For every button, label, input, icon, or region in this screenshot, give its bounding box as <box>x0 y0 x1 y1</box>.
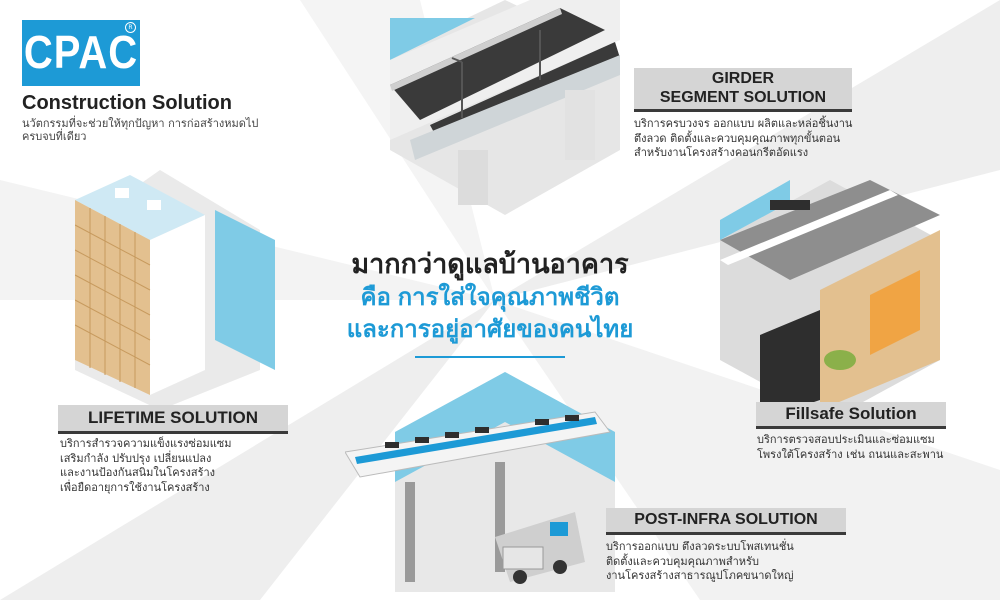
lifetime-title-pill: LIFETIME SOLUTION <box>58 405 288 434</box>
fillsafe-title: Fillsafe Solution <box>785 404 917 423</box>
girder-title-line-2: SEGMENT SOLUTION <box>659 89 827 106</box>
lifetime-title: LIFETIME SOLUTION <box>88 408 258 427</box>
postinfra-description: บริการออกแบบ ตึงลวดระบบโพสเทนชั่น ติดตั้… <box>606 540 794 582</box>
lifetime-building-illustration <box>75 170 275 410</box>
girder-title-pill: GIRDER SEGMENT SOLUTION <box>634 68 852 112</box>
fillsafe-description: บริการตรวจสอบประเมินและซ่อมแซม โพรงใต้โค… <box>757 433 944 461</box>
registered-mark-icon: R <box>125 22 136 33</box>
headline-divider <box>415 356 565 358</box>
postinfra-train-illustration <box>345 372 615 592</box>
girder-title-underline <box>634 109 852 112</box>
girder-bridge-illustration <box>390 0 620 215</box>
postinfra-title-underline <box>606 532 846 535</box>
girder-description: บริการครบวงจร ออกแบบ ผลิตและหล่อชิ้นงาน … <box>634 117 853 159</box>
postinfra-title-pill: POST-INFRA SOLUTION <box>606 508 846 535</box>
lifetime-title-underline <box>58 431 288 434</box>
lifetime-description: บริการสำรวจความแข็งแรงซ่อมแซม เสริมกำลัง… <box>60 437 232 494</box>
postinfra-title: POST-INFRA SOLUTION <box>634 511 818 528</box>
fillsafe-road-illustration <box>720 180 940 420</box>
fillsafe-title-underline <box>756 426 946 429</box>
fillsafe-title-pill: Fillsafe Solution <box>756 402 946 429</box>
brand-title: Construction Solution <box>22 92 232 114</box>
cpac-logo[interactable]: CPAC R <box>22 20 140 86</box>
headline-line-2: คือ การใส่ใจคุณภาพชีวิต <box>360 284 620 311</box>
brand-description: นวัตกรรมที่จะช่วยให้ทุกปัญหา การก่อสร้าง… <box>22 117 259 143</box>
headline-block: มากกว่าดูแลบ้านอาคาร คือ การใส่ใจคุณภาพช… <box>330 246 650 358</box>
headline-line-3: และการอยู่อาศัยของคนไทย <box>346 316 634 343</box>
headline-line-1: มากกว่าดูแลบ้านอาคาร <box>351 249 629 279</box>
girder-title-line-1: GIRDER <box>711 70 775 87</box>
